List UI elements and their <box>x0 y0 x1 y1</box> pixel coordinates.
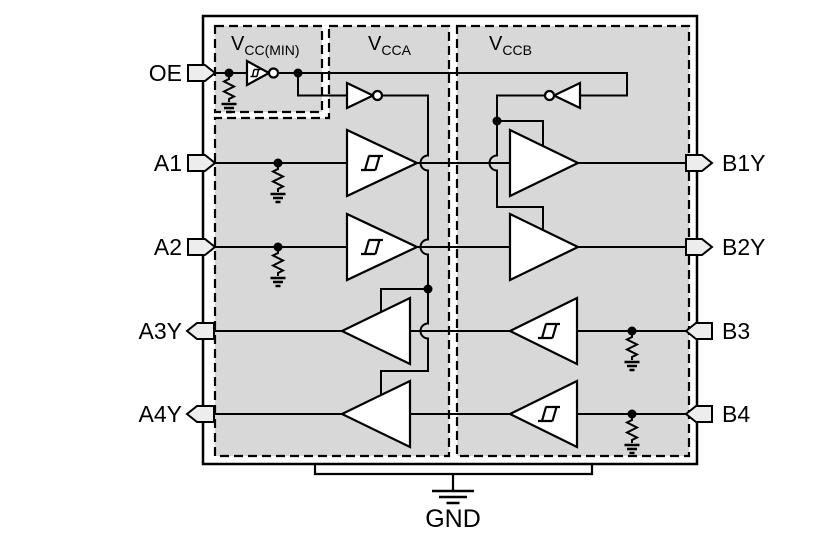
port-b1y <box>685 154 714 172</box>
junction-dot <box>273 158 283 168</box>
label-port-a4y: A4Y <box>139 401 182 427</box>
schmitt-buffer-b4 <box>507 379 579 449</box>
resistor-a2 <box>270 247 286 288</box>
ground-symbol <box>270 276 286 288</box>
ground-symbol <box>624 360 640 372</box>
label-vccb: VCCB <box>489 33 532 58</box>
label-port-b3: B3 <box>722 318 750 344</box>
junction-dot <box>492 116 502 126</box>
junction-dot <box>293 68 303 78</box>
label-vccmin: VCC(MIN) <box>231 33 300 58</box>
label-port-b4: B4 <box>722 401 750 427</box>
junction-dot <box>627 326 637 336</box>
resistor-b3 <box>624 331 640 372</box>
port-oe <box>187 64 217 82</box>
resistor-oe <box>221 73 237 114</box>
hysteresis-icon <box>250 68 261 78</box>
port-a3y <box>185 322 215 340</box>
label-port-a2: A2 <box>154 234 182 260</box>
region-vccmin <box>213 24 324 114</box>
label-gnd: GND <box>425 505 481 533</box>
wire-enable-a3y-branch <box>380 288 428 313</box>
inverter-bubble <box>267 67 280 79</box>
port-b4 <box>684 405 713 423</box>
label-port-a1: A1 <box>154 150 182 176</box>
power-regions <box>213 24 691 458</box>
label-port-a3y: A3Y <box>139 318 182 344</box>
wire-enable-a-rail <box>380 94 429 396</box>
wire-oe-branch-vcca <box>297 73 347 97</box>
ground-symbol <box>221 102 237 114</box>
junction-dot <box>224 68 234 78</box>
inverter-vccb <box>543 81 582 110</box>
resistor-b4 <box>624 414 640 455</box>
driver-a4y <box>339 379 412 449</box>
inverter-vcca <box>345 81 384 110</box>
driver-b1y <box>508 128 581 198</box>
wire-enable-b1y-branch <box>497 120 544 147</box>
junction-dot <box>273 242 283 252</box>
schmitt-buffer-b3 <box>507 296 579 366</box>
schmitt-buffer-a2 <box>345 212 420 282</box>
hysteresis-icon <box>361 238 383 256</box>
junction-dot <box>423 284 433 294</box>
gates <box>245 59 582 449</box>
resistor-a1 <box>270 163 286 204</box>
junction-dots <box>224 68 637 419</box>
driver-a3y <box>339 296 412 366</box>
wires <box>214 72 686 415</box>
port-b3 <box>684 322 713 340</box>
hysteresis-icon <box>538 322 560 340</box>
port-b2y <box>685 238 714 256</box>
port-a4y <box>185 405 215 423</box>
wire-oe-main <box>278 72 628 97</box>
schmitt-buffer-a1 <box>345 128 420 198</box>
inverter-bubble <box>543 89 556 102</box>
pulldown-resistors <box>221 73 640 455</box>
hysteresis-icon <box>361 154 383 172</box>
port-a1 <box>187 154 217 172</box>
label-port-b2y: B2Y <box>722 234 765 260</box>
ports <box>185 64 714 423</box>
gnd-bracket <box>313 464 594 476</box>
label-vcca: VCCA <box>368 33 412 58</box>
label-port-b1y: B1Y <box>722 150 765 176</box>
ground-symbol <box>270 192 286 204</box>
port-labels: OE A1 A2 A3Y A4Y B1Y B2Y B3 B4 <box>139 60 766 427</box>
schmitt-inverter-oe <box>245 59 280 87</box>
label-port-oe: OE <box>149 60 182 86</box>
junction-dot <box>627 409 637 419</box>
ground-symbol <box>624 443 640 455</box>
inverter-bubble <box>371 89 384 102</box>
driver-b2y <box>508 212 581 282</box>
ground-symbol <box>432 489 474 505</box>
port-a2 <box>187 238 217 256</box>
ground-rail <box>313 464 594 505</box>
hysteresis-icon <box>538 405 560 423</box>
